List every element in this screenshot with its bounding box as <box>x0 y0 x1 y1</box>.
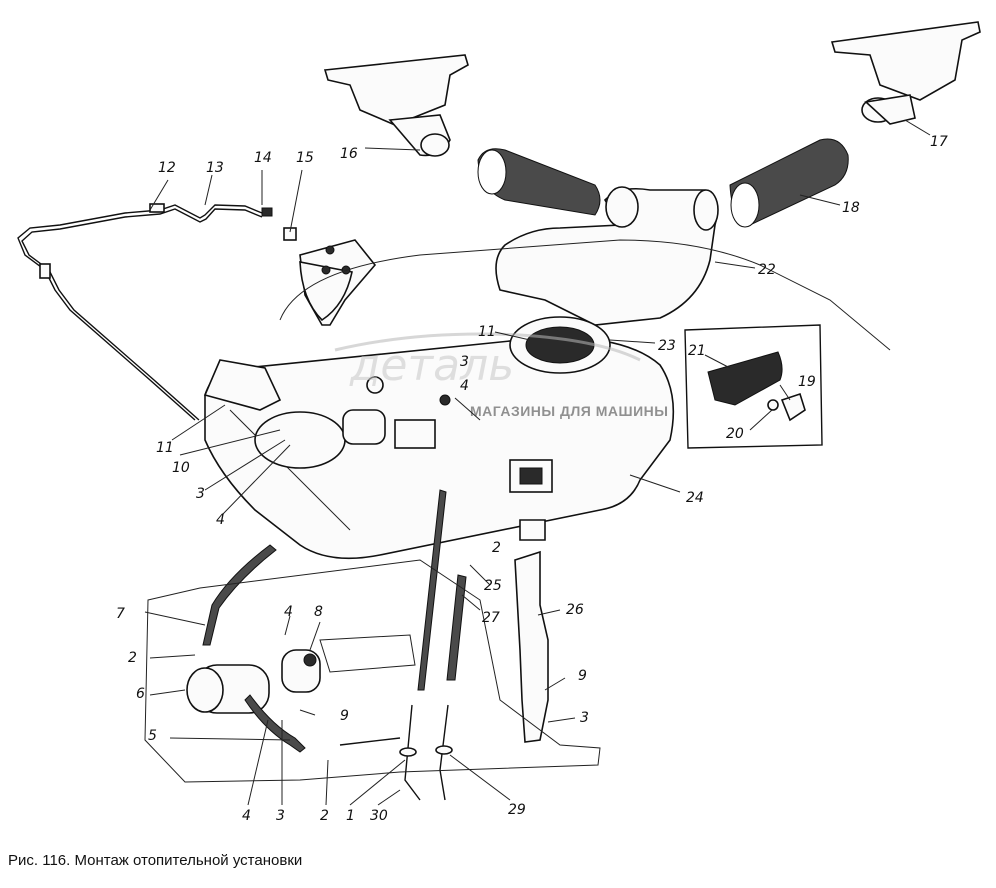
callout-5: 5 <box>148 728 157 744</box>
callout-15: 14 <box>254 150 272 166</box>
figure-caption: Рис. 116. Монтаж отопительной установки <box>8 852 303 869</box>
fuel-line <box>17 203 263 421</box>
hose-7 <box>202 544 277 646</box>
callout-30: 30 <box>370 808 388 824</box>
corrugated-hose-left <box>477 148 601 216</box>
fuel-filter <box>261 207 377 326</box>
callout-leaders <box>144 119 931 806</box>
callout-19: 18 <box>842 200 860 216</box>
callout-20: 19 <box>798 374 816 390</box>
callout-12: 11 <box>156 440 174 456</box>
callout-3-bottom: 3 <box>276 808 285 824</box>
hose-26 <box>417 489 447 691</box>
callout-1: 1 <box>346 808 355 824</box>
callout-4-center: 4 <box>460 378 469 394</box>
callout-18: 17 <box>930 134 948 150</box>
callout-2-bottom: 2 <box>320 808 329 824</box>
air-duct-17 <box>323 54 469 157</box>
callout-2-left: 2 <box>128 650 137 666</box>
callout-14: 13 <box>206 160 224 176</box>
callout-4-left: 4 <box>216 512 225 528</box>
distribution-housing <box>495 186 719 326</box>
corrugated-hose-right <box>729 138 849 228</box>
watermark-subtitle: МАГАЗИНЫ ДЛЯ МАШИНЫ <box>470 403 668 419</box>
callout-7: 7 <box>116 606 125 622</box>
air-duct-18 <box>830 21 981 125</box>
callout-17: 16 <box>340 146 358 162</box>
callout-4-top: 4 <box>284 604 293 620</box>
vehicle-floor-outline <box>144 239 891 783</box>
callout-29: 29 <box>508 802 526 818</box>
callout-28: 27 <box>482 610 500 626</box>
callout-22: 21 <box>688 343 706 359</box>
callout-6: 6 <box>136 686 145 702</box>
inset-panel <box>684 324 823 449</box>
callout-2-center: 2 <box>492 540 501 556</box>
callout-10: 9 <box>578 668 587 684</box>
callout-13: 12 <box>158 160 176 176</box>
svg-text:деталь: деталь <box>349 340 514 391</box>
callout-27: 26 <box>566 602 584 618</box>
callout-23: 22 <box>758 262 776 278</box>
fuel-pump-assembly <box>186 649 401 753</box>
callout-11-left: 10 <box>172 460 190 476</box>
callout-3-left: 3 <box>196 486 205 502</box>
callout-3-right: 3 <box>580 710 589 726</box>
callout-21: 20 <box>726 426 744 442</box>
callout-16: 15 <box>296 150 314 166</box>
hose-28 <box>446 574 467 681</box>
callout-24: 23 <box>658 338 676 354</box>
callout-4-bottom: 4 <box>242 808 251 824</box>
heater-unit <box>203 316 675 560</box>
callout-3-center: 3 <box>460 354 469 370</box>
hose-27 <box>514 550 549 743</box>
callout-9: 9 <box>340 708 349 724</box>
callout-11-top: 11 <box>478 324 496 340</box>
watermark: деталь МАГАЗИНЫ ДЛЯ МАШИНЫ <box>334 332 668 419</box>
callout-25: 24 <box>686 490 704 506</box>
callout-26: 25 <box>484 578 502 594</box>
drain-pipes <box>399 704 453 801</box>
callout-labels: 12 13 14 15 16 17 18 22 11 23 3 4 11 10 … <box>116 134 948 824</box>
callout-8: 8 <box>314 604 323 620</box>
